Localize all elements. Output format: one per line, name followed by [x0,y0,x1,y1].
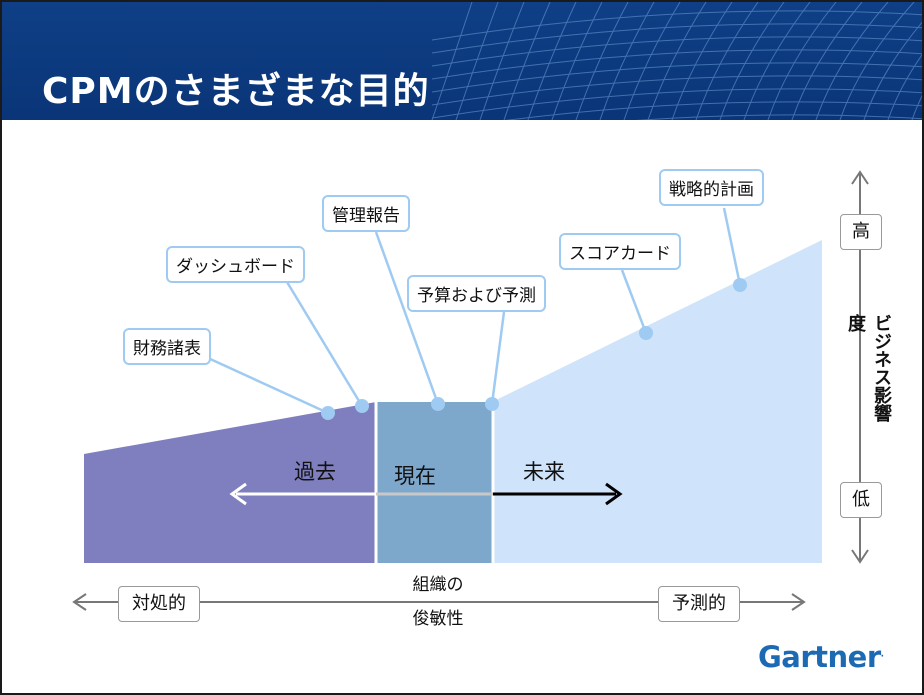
leader-management-report [374,231,440,405]
grid-line [791,2,863,120]
grid-line [911,94,922,120]
impact-axis-arrow-down-icon [851,549,869,564]
agility-axis-arrow-right-icon [791,593,806,611]
impact-low-label: 低 [840,482,882,518]
past-region [84,402,376,563]
agility-axis-label-line1: 組織の [398,570,478,595]
grid-line [863,21,922,120]
label-present: 現在 [394,464,436,488]
callout-budget-forecast: 予算および予測 [407,275,546,312]
gartner-logo: Gartner. [758,640,884,674]
callout-strategic-plan: 戦略的計画 [659,169,764,206]
leader-scorecard [620,269,648,334]
grid-line [431,10,922,41]
grid-line [671,2,733,120]
callout-financial-statements: 財務諸表 [123,328,211,365]
grid-line [647,2,707,120]
grid-line [431,23,922,54]
grid-line [815,2,889,120]
grid-line [575,2,629,120]
callout-scorecard: スコアカード [559,233,681,270]
marker-scorecard [639,326,653,340]
grid-line [431,36,922,67]
grid-line [719,2,785,120]
leader-budget-forecast [490,311,506,405]
grid-line [455,2,499,120]
marker-strategic-plan [733,278,747,292]
marker-budget-forecast [485,397,499,411]
grid-line [635,114,922,120]
marker-management-report [431,397,445,411]
grid-line [431,2,473,120]
present-region [376,402,492,563]
grid-line [839,2,915,120]
future-region [492,240,822,563]
header-banner [2,2,922,120]
grid-line [743,2,811,120]
grid-line [767,2,837,120]
label-past: 過去 [294,460,336,484]
agility-left-label: 対処的 [118,586,200,622]
grid-line [623,2,681,120]
grid-line [551,2,603,120]
leader-strategic-plan [722,207,742,286]
grid-line [431,49,922,80]
label-future: 未来 [523,460,565,484]
leader-dashboard [285,281,364,407]
agility-axis-arrow-left-icon [72,593,87,611]
grid-line [695,2,759,120]
past-arrowhead [229,482,247,506]
agility-axis-label-line2: 俊敏性 [398,604,478,629]
grid-pattern-decoration [431,2,922,120]
impact-high-label: 高 [840,214,882,250]
marker-dashboard [355,399,369,413]
grid-line [504,101,922,120]
agility-right-label: 予測的 [658,586,740,622]
grid-line [431,75,922,106]
slide-title: CPMのさまざまな目的 [42,71,430,112]
grid-line [479,2,525,120]
leader-financial-statements [207,356,329,415]
callout-management-report: 管理報告 [322,195,410,232]
callout-dashboard: ダッシュボード [166,246,305,283]
marker-financial-statements [321,406,335,420]
impact-axis-arrow-up-icon [851,170,869,185]
future-arrowhead [605,482,623,506]
grid-line [431,62,922,93]
grid-line [527,2,577,120]
grid-line [431,88,922,119]
grid-line [887,54,922,120]
impact-axis-label: ビジネス影響度 [845,314,892,422]
